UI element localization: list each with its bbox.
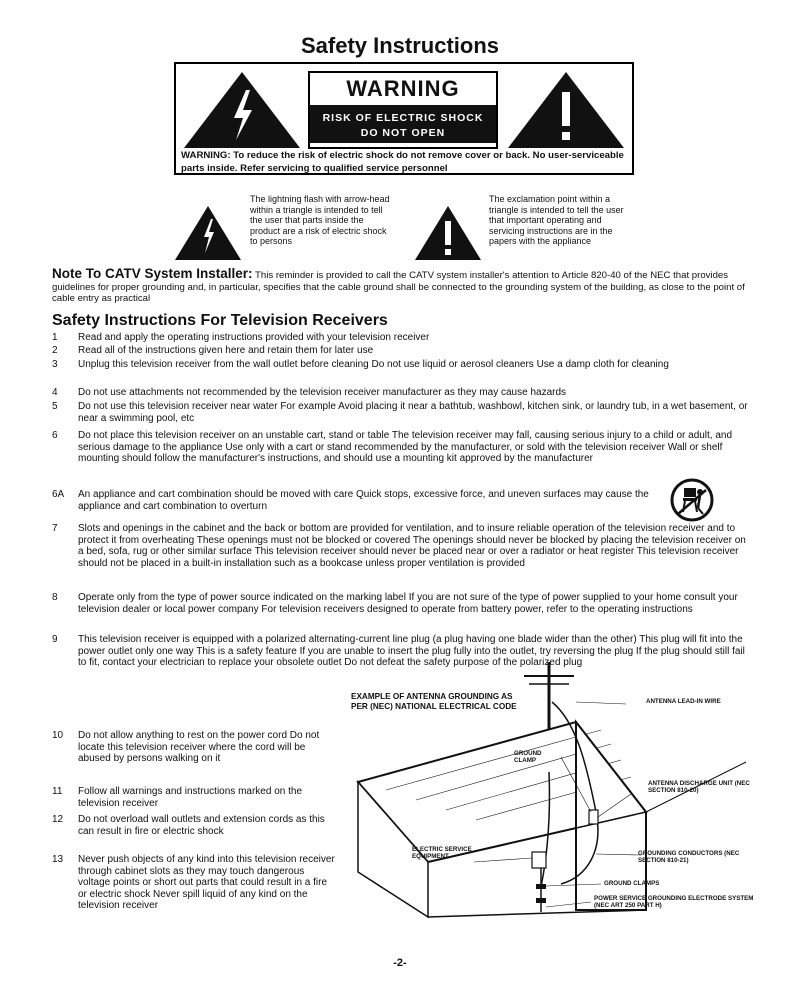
warning-box: WARNING RISK OF ELECTRIC SHOCK DO NOT OP…: [174, 62, 634, 175]
exclamation-triangle-icon: [506, 70, 626, 155]
label-discharge-unit: ANTENNA DISCHARGE UNIT (NEC SECTION 810-…: [648, 780, 750, 794]
label-ground-clamps: GROUND CLAMPS: [604, 880, 660, 887]
risk-line-1: RISK OF ELECTRIC SHOCK: [322, 112, 484, 124]
label-power-grounding: POWER SERVICE GROUNDING ELECTRODE SYSTEM…: [594, 895, 754, 909]
catv-note: Note To CATV System Installer: This remi…: [52, 266, 752, 305]
risk-line-2: DO NOT OPEN: [360, 127, 446, 139]
section-heading: Safety Instructions For Television Recei…: [52, 312, 388, 329]
lightning-triangle-icon: [182, 70, 302, 155]
label-electric-service: ELECTRIC SERVICE EQUIPMENT: [412, 846, 472, 860]
label-grounding-conductors: GROUNDING CONDUCTORS (NEC SECTION 810-21…: [638, 850, 740, 864]
diagram-title: EXAMPLE OF ANTENNA GROUNDING AS PER (NEC…: [351, 692, 517, 711]
page-number: -2-: [393, 957, 407, 969]
page-title: Safety Instructions: [300, 33, 500, 58]
antenna-grounding-diagram: EXAMPLE OF ANTENNA GROUNDING AS PER (NEC…: [346, 662, 766, 922]
warning-notice: WARNING: To reduce the risk of electric …: [181, 150, 624, 174]
exclamation-symbol-icon: [414, 205, 482, 266]
warning-word: WARNING: [346, 76, 460, 101]
exclamation-explanation: The exclamation point within a triangle …: [489, 194, 624, 246]
risk-banner: RISK OF ELECTRIC SHOCK DO NOT OPEN: [310, 105, 496, 143]
label-lead-in: ANTENNA LEAD-IN WIRE: [646, 698, 721, 705]
house-illustration: [356, 662, 747, 919]
lightning-explanation: The lightning flash with arrow-head with…: [250, 194, 390, 246]
warning-label: WARNING RISK OF ELECTRIC SHOCK DO NOT OP…: [308, 71, 498, 149]
catv-text: This reminder is provided to call the CA…: [52, 270, 745, 305]
catv-heading: Note To CATV System Installer:: [52, 266, 253, 281]
label-ground-clamp: GROUND CLAMP: [514, 750, 542, 764]
cart-warning-icon: [670, 478, 714, 527]
lightning-symbol-icon: [174, 205, 242, 266]
